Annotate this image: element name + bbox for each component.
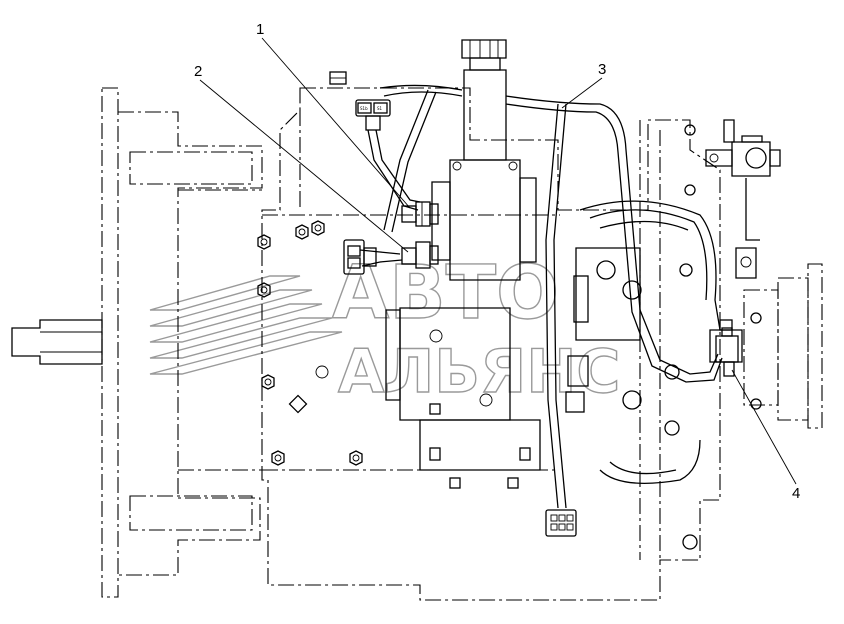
right-valve-cluster xyxy=(565,200,721,484)
connector-top: S1b S1 xyxy=(355,99,391,131)
connector-3 xyxy=(545,509,577,537)
callout-3: 3 xyxy=(561,61,606,109)
housing-bolts xyxy=(257,71,363,466)
connector-2 xyxy=(343,239,377,275)
wiring-harness xyxy=(359,84,723,509)
sensor-2 xyxy=(401,241,439,269)
top-right-valve xyxy=(705,119,781,279)
sensor-4 xyxy=(715,327,739,377)
watermark-stripes xyxy=(149,275,343,375)
connector-label-s1: S1 xyxy=(377,106,383,111)
output-flange xyxy=(682,124,823,550)
watermark-line1: АВТО xyxy=(332,250,559,336)
sensor-1 xyxy=(401,201,439,227)
connector-label-s1b: S1b xyxy=(360,106,368,111)
bell-housing-flange xyxy=(101,87,263,598)
center-cover xyxy=(288,307,541,489)
input-shaft xyxy=(11,319,103,365)
callout-4-label: 4 xyxy=(792,485,800,502)
callout-3-label: 3 xyxy=(598,61,606,78)
callout-1-label: 1 xyxy=(256,21,264,38)
callout-2: 2 xyxy=(194,63,409,253)
callout-2-label: 2 xyxy=(194,63,202,80)
callout-4: 4 xyxy=(731,369,800,502)
shift-tower xyxy=(431,39,537,281)
watermark-logo: АВТО АЛЬЯНС xyxy=(149,249,621,408)
callout-1: 1 xyxy=(256,21,411,209)
watermark-line2: АЛЬЯНС xyxy=(338,337,620,407)
